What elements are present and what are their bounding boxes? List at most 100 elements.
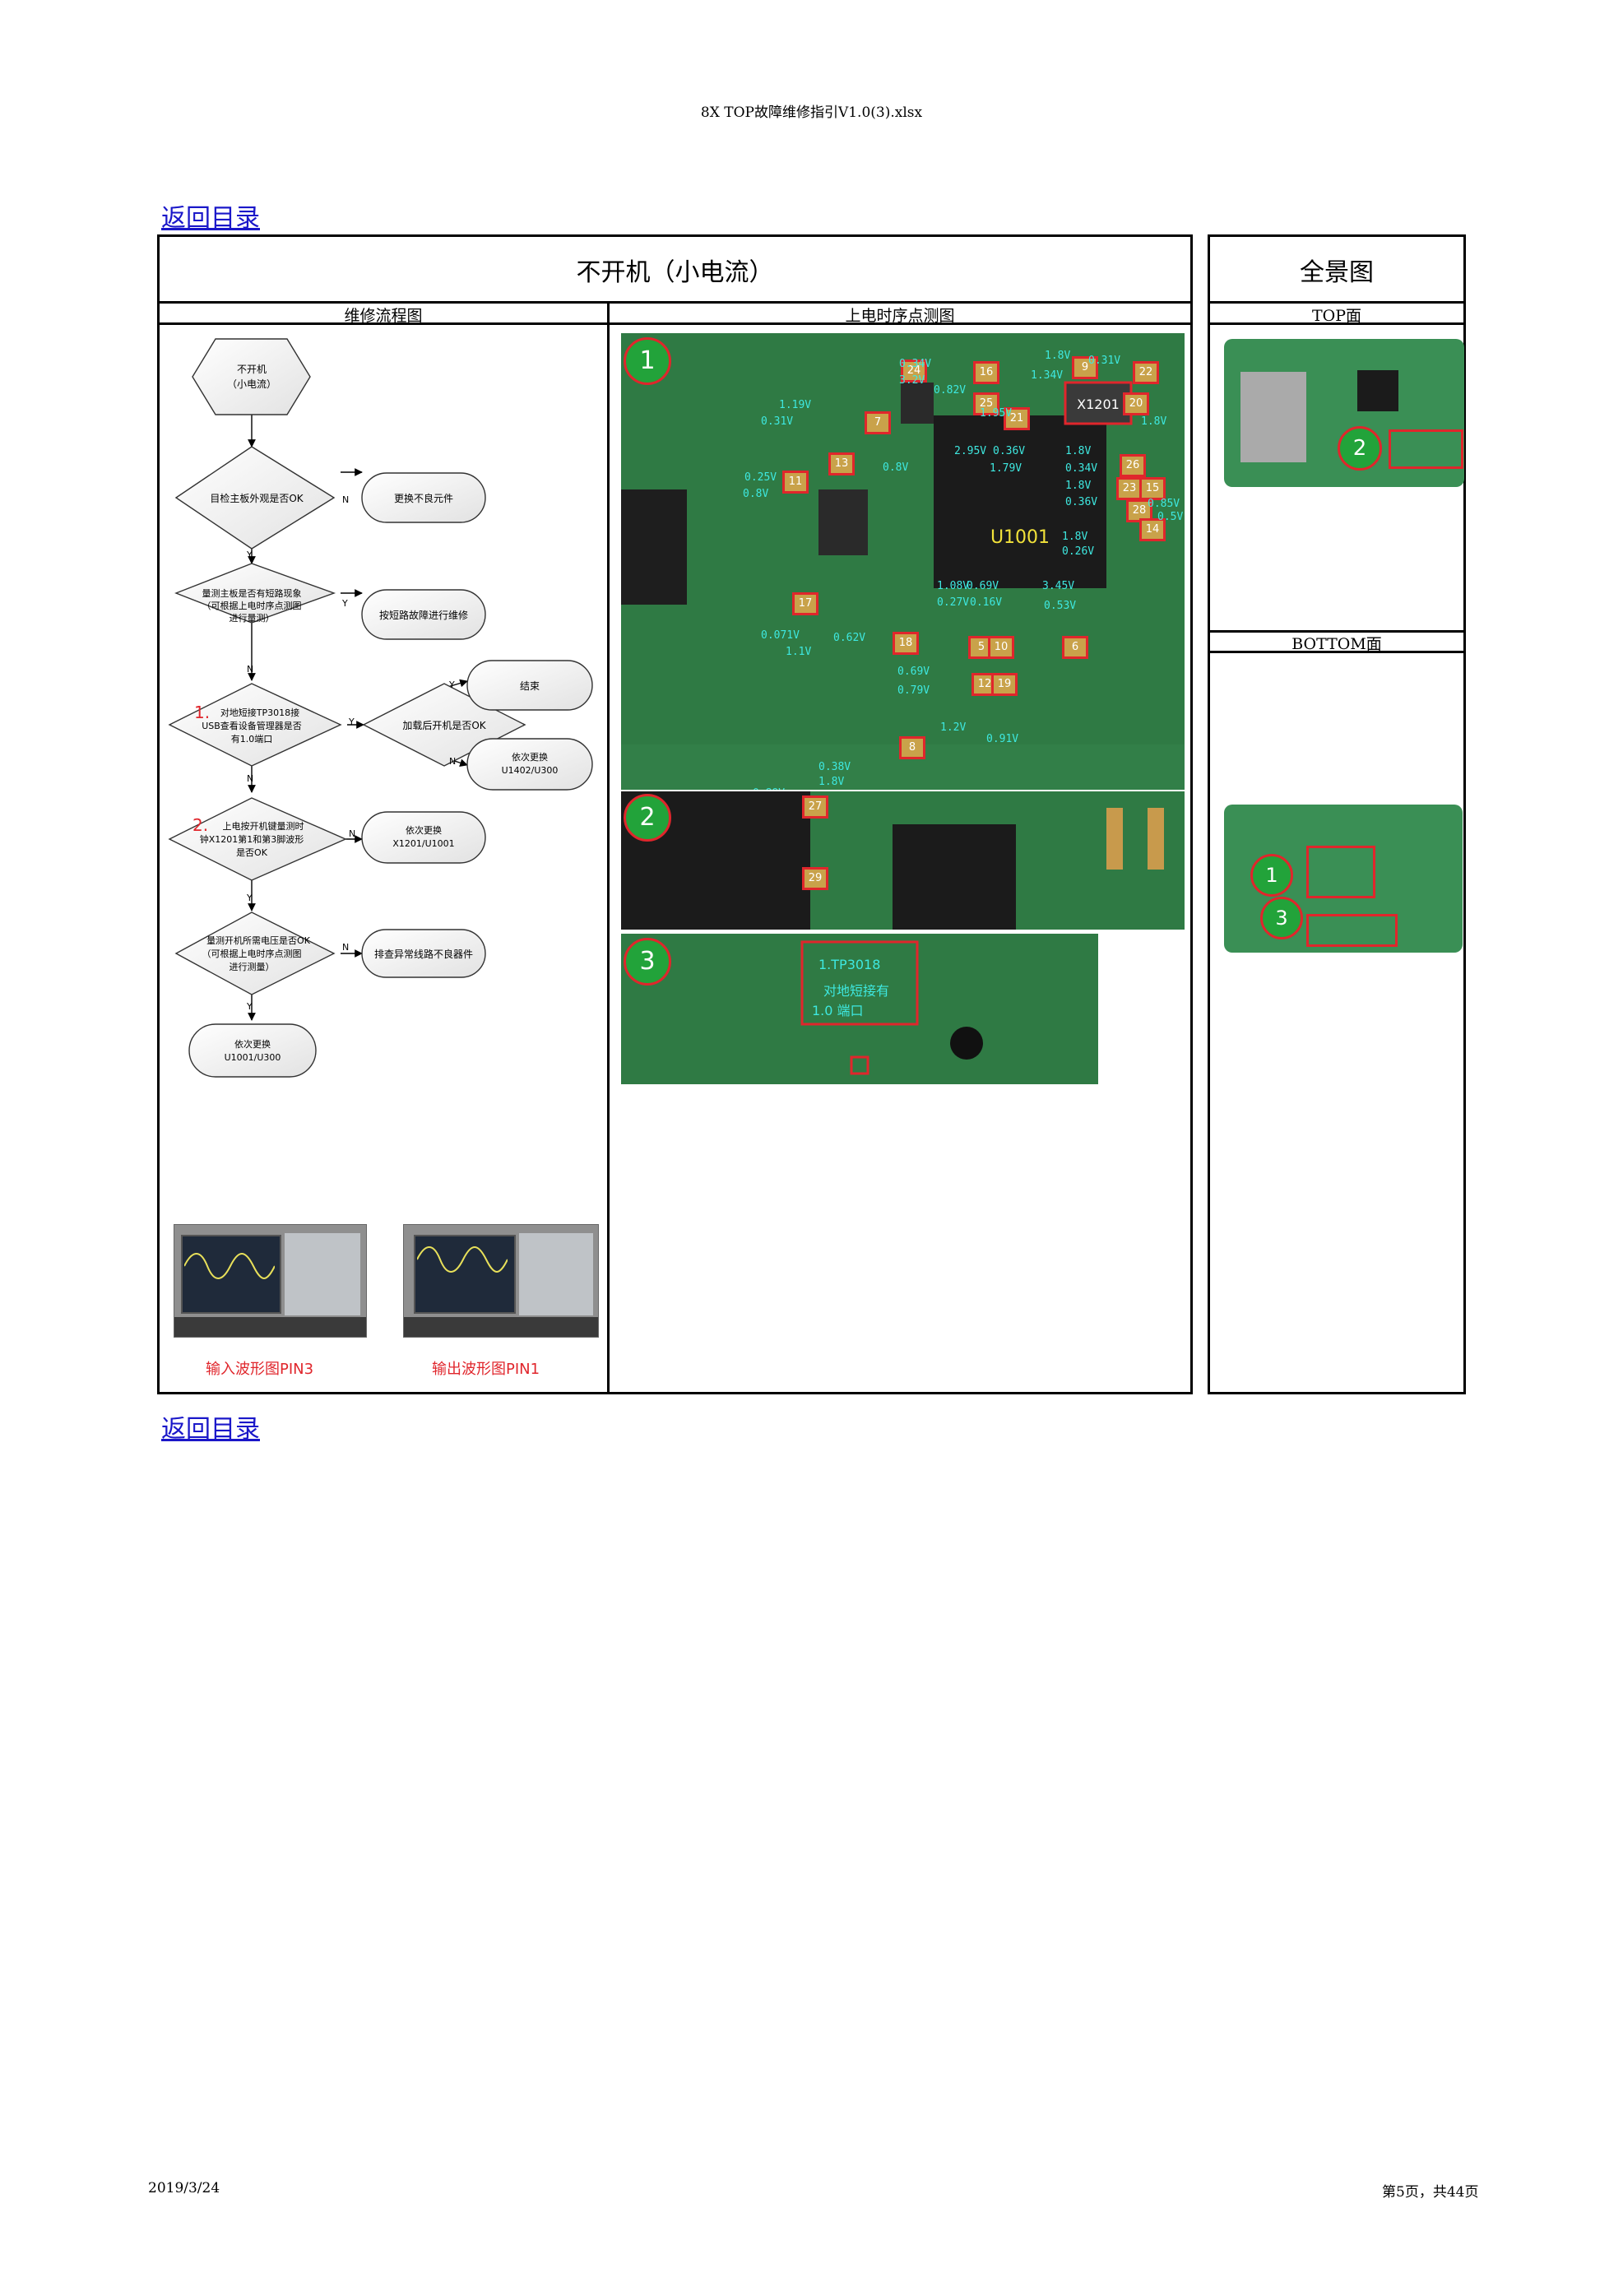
svg-text:对地短接TP3018接: 对地短接TP3018接 bbox=[220, 707, 299, 718]
flow-start-line1: 不开机 bbox=[237, 364, 267, 375]
tp-label: 1.TP3018 bbox=[818, 957, 881, 972]
voltage-reading: 0.62V bbox=[833, 632, 866, 644]
svg-text:N: N bbox=[349, 828, 355, 839]
svg-text:钟X1201第1和第3脚波形: 钟X1201第1和第3脚波形 bbox=[200, 833, 304, 845]
voltage-reading: 3.2V bbox=[899, 374, 925, 387]
test-point-marker: 7 bbox=[865, 411, 891, 434]
test-point-marker: 27 bbox=[802, 795, 828, 819]
voltage-reading: 0.36V bbox=[1065, 496, 1098, 508]
flow-a2: 按短路故障进行维修 bbox=[379, 609, 468, 621]
flow-q1: 目检主板外观是否OK bbox=[210, 492, 304, 504]
svg-text:Y: Y bbox=[246, 893, 253, 903]
test-point-marker: 14 bbox=[1139, 518, 1166, 541]
voltage-reading: 0.69V bbox=[967, 580, 999, 592]
test-point-marker: 9 bbox=[1072, 356, 1098, 379]
overview-table bbox=[1208, 234, 1466, 1394]
voltage-reading: 0.8V bbox=[883, 462, 909, 474]
svg-text:进行测量）: 进行测量） bbox=[230, 962, 275, 972]
voltage-reading: 0.31V bbox=[761, 415, 794, 428]
voltage-reading: 0.5V bbox=[1157, 511, 1184, 523]
svg-text:Y: Y bbox=[348, 717, 355, 727]
test-point-marker: 10 bbox=[988, 636, 1014, 659]
voltage-reading: 1.19V bbox=[779, 399, 812, 411]
test-point-marker: 20 bbox=[1123, 392, 1149, 415]
back-to-index-link-top[interactable]: 返回目录 bbox=[161, 204, 260, 233]
svg-text:U1001/U300: U1001/U300 bbox=[225, 1052, 281, 1063]
voltage-reading: 1.1V bbox=[786, 646, 812, 658]
test-point-marker: 22 bbox=[1133, 361, 1159, 384]
voltage-reading: 0.82V bbox=[934, 384, 967, 397]
svg-text:N: N bbox=[342, 942, 349, 953]
svg-text:N: N bbox=[342, 494, 349, 505]
voltage-reading: 0.25V bbox=[744, 471, 777, 484]
voltage-reading: 0.26V bbox=[1062, 545, 1095, 558]
voltage-reading: 0.38V bbox=[818, 761, 851, 773]
voltage-reading: 1.8V bbox=[1045, 350, 1071, 362]
overview-circle-top-2: 2 bbox=[1338, 426, 1382, 471]
flow-start-line2: （小电流） bbox=[227, 378, 276, 390]
footer-date: 2019/3/24 bbox=[148, 2180, 220, 2196]
test-point-marker: 6 bbox=[1062, 636, 1088, 659]
overview-circle-bottom-1: 1 bbox=[1250, 854, 1293, 897]
voltage-reading: 0.27V bbox=[937, 596, 970, 609]
voltage-reading: 1.8V bbox=[1065, 480, 1092, 492]
test-point-marker: 11 bbox=[782, 471, 809, 494]
voltage-reading: 1.8V bbox=[1141, 415, 1167, 428]
svg-text:Y: Y bbox=[341, 598, 348, 609]
flow-start bbox=[192, 338, 311, 415]
voltage-reading: 1.8V bbox=[1065, 445, 1092, 457]
col-flow-label: 维修流程图 bbox=[344, 307, 423, 325]
voltage-reading: 0.91V bbox=[986, 733, 1019, 745]
test-point-marker: 26 bbox=[1120, 454, 1146, 477]
overview-title: 全景图 bbox=[1300, 258, 1374, 287]
svg-text:上电按开机键量测时: 上电按开机键量测时 bbox=[223, 820, 304, 832]
overview-top-board: 2 bbox=[1224, 339, 1464, 487]
flow-end: 结束 bbox=[520, 680, 540, 692]
voltage-reading: 0.36V bbox=[993, 445, 1026, 457]
input-waveform-caption: 输入波形图PIN3 bbox=[206, 1361, 314, 1378]
voltage-reading: 1.8V bbox=[818, 776, 845, 788]
svg-text:有1.0端口: 有1.0端口 bbox=[231, 733, 273, 744]
voltage-reading: 1.8V bbox=[1062, 531, 1088, 543]
svg-text:U1001: U1001 bbox=[990, 527, 1050, 548]
svg-text:N: N bbox=[449, 756, 456, 767]
voltage-reading: 0.31V bbox=[1088, 355, 1121, 367]
output-waveform-caption: 输出波形图PIN1 bbox=[432, 1361, 540, 1378]
output-waveform-photo bbox=[403, 1224, 599, 1338]
zone-circle-2: 2 bbox=[624, 794, 671, 842]
svg-text:N: N bbox=[247, 664, 253, 675]
svg-text:依次更换: 依次更换 bbox=[406, 824, 442, 836]
overview-circle-bottom-3: 3 bbox=[1260, 897, 1303, 939]
test-point-marker: 29 bbox=[802, 867, 828, 890]
svg-text:N: N bbox=[247, 773, 253, 784]
footer-page-number: 第5页，共44页 bbox=[1382, 2184, 1479, 2201]
col-points-label: 上电时序点测图 bbox=[845, 307, 955, 325]
svg-text:Y: Y bbox=[246, 550, 253, 560]
test-point-marker: 21 bbox=[1004, 407, 1030, 430]
voltage-reading: 0.69V bbox=[897, 666, 930, 678]
svg-text:是否OK: 是否OK bbox=[236, 847, 268, 858]
voltage-reading: 1.34V bbox=[1031, 369, 1064, 382]
test-point-marker: 13 bbox=[828, 452, 855, 475]
svg-text:（可根据上电时序点测图: （可根据上电时序点测图 bbox=[202, 600, 302, 611]
test-point-marker: 17 bbox=[792, 592, 818, 615]
svg-text:1.: 1. bbox=[194, 703, 210, 722]
svg-text:X1201: X1201 bbox=[1077, 397, 1120, 412]
svg-text:U1402/U300: U1402/U300 bbox=[502, 765, 559, 776]
test-point-marker: 19 bbox=[991, 673, 1018, 696]
file-header: 8X TOP故障维修指引V1.0(3).xlsx bbox=[700, 104, 923, 121]
voltage-reading: 0.85V bbox=[1148, 498, 1180, 510]
flow-a1: 更换不良元件 bbox=[394, 492, 453, 504]
voltage-reading: 1.2V bbox=[940, 721, 967, 734]
svg-text:量测开机所需电压是否OK: 量测开机所需电压是否OK bbox=[206, 935, 311, 946]
test-point-marker: 16 bbox=[973, 361, 999, 384]
test-point-marker: 15 bbox=[1139, 477, 1166, 500]
voltage-reading: 1.08V bbox=[937, 580, 970, 592]
voltage-reading: 0.34V bbox=[899, 358, 932, 370]
repair-flowchart: 不开机 （小电流） 目检主板外观是否OK N Y 更换不良元件 量测主板是否有短… bbox=[168, 338, 593, 1078]
board-photo-area-3: 1.TP3018 对地短接有 1.0 端口 bbox=[621, 934, 1098, 1084]
zone-circle-1: 1 bbox=[624, 337, 671, 385]
svg-text:USB查看设备管理器是否: USB查看设备管理器是否 bbox=[202, 720, 302, 731]
back-to-index-link-bottom[interactable]: 返回目录 bbox=[161, 1415, 260, 1444]
svg-text:X1201/U1001: X1201/U1001 bbox=[392, 838, 454, 849]
